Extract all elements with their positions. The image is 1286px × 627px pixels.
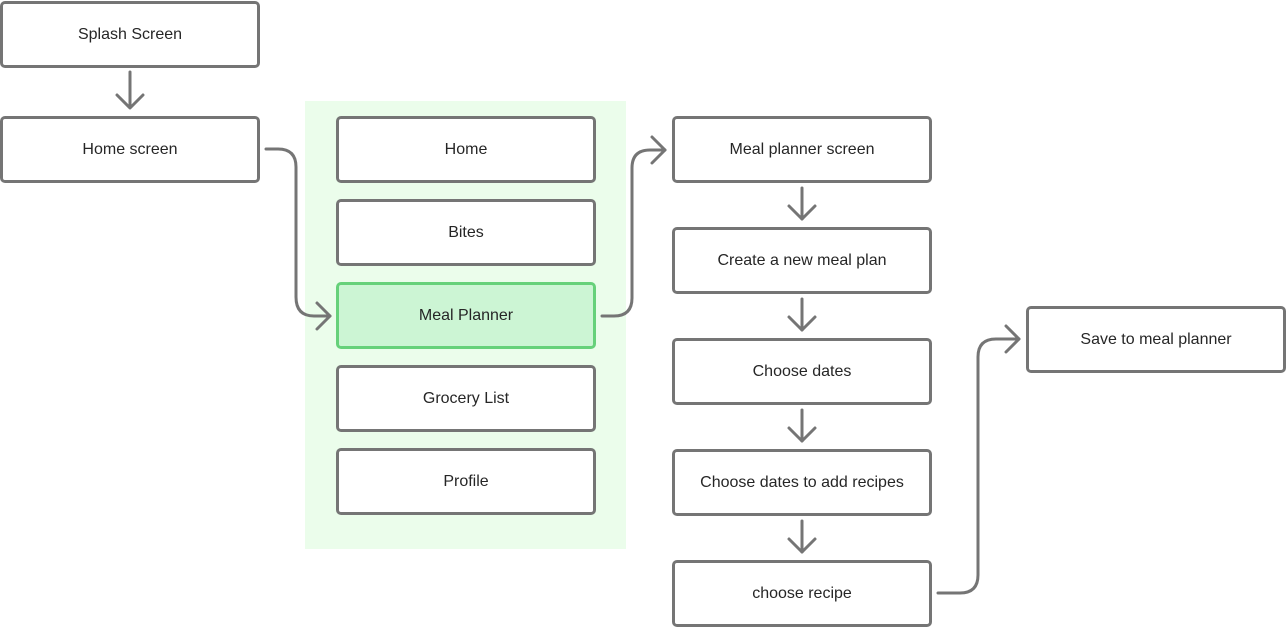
arrowhead-home-to-meal-planner [315, 301, 332, 331]
nav-item-home: Home [336, 116, 596, 183]
arrowhead-splash-to-home [115, 93, 145, 110]
splash-screen-node: Splash Screen [0, 1, 260, 68]
arrowhead-meal-planner-to-screen [650, 135, 667, 165]
create-meal-plan-node: Create a new meal plan [672, 227, 932, 294]
arrowhead-screen-to-create [787, 204, 817, 221]
meal-planner-screen-node: Meal planner screen [672, 116, 932, 183]
meal-planner-screen-label: Meal planner screen [729, 140, 875, 158]
choose-dates-label: Choose dates [752, 362, 852, 380]
nav-item-profile-label: Profile [443, 472, 489, 490]
nav-item-grocery-list: Grocery List [336, 365, 596, 432]
nav-item-meal-planner: Meal Planner [336, 282, 596, 349]
home-screen-label: Home screen [82, 140, 178, 158]
arrowhead-create-to-dates [787, 315, 817, 332]
nav-item-meal-planner-label: Meal Planner [418, 306, 514, 324]
splash-screen-label: Splash Screen [77, 25, 183, 43]
nav-item-grocery-list-label: Grocery List [422, 389, 510, 407]
home-screen-node: Home screen [0, 116, 260, 183]
nav-item-home-label: Home [444, 140, 488, 158]
arrow-meal-planner-to-screen [600, 148, 667, 318]
choose-recipe-label: choose recipe [752, 584, 852, 602]
arrow-home-to-meal-planner [264, 147, 332, 318]
choose-dates-recipes-node: Choose dates to add recipes [672, 449, 932, 516]
arrowhead-recipe-to-save [1004, 324, 1021, 354]
arrowhead-dates-recipes-to-recipe [787, 537, 817, 554]
create-meal-plan-label: Create a new meal plan [717, 251, 887, 269]
save-to-meal-planner-label: Save to meal planner [1080, 330, 1232, 348]
arrowhead-dates-to-dates-recipes [787, 426, 817, 443]
choose-dates-node: Choose dates [672, 338, 932, 405]
nav-item-bites-label: Bites [448, 223, 484, 241]
choose-recipe-node: choose recipe [672, 560, 932, 627]
arrow-recipe-to-save [936, 337, 1021, 595]
save-to-meal-planner-node: Save to meal planner [1026, 306, 1286, 373]
choose-dates-recipes-label: Choose dates to add recipes [700, 473, 904, 491]
nav-item-profile: Profile [336, 448, 596, 515]
nav-item-bites: Bites [336, 199, 596, 266]
